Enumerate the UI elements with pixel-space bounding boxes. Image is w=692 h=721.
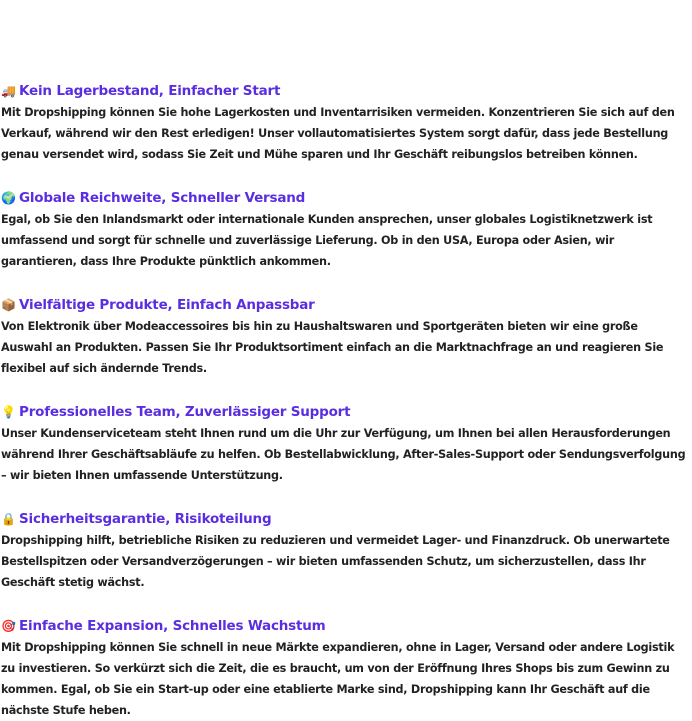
package-icon: 📦 xyxy=(1,298,16,312)
feature-section-no-inventory: 🚚Kein Lagerbestand, Einfacher Start Mit … xyxy=(1,80,691,165)
section-body: Dropshipping hilft, betriebliche Risiken… xyxy=(1,534,670,589)
feature-section-products: 📦Vielfältige Produkte, Einfach Anpassbar… xyxy=(1,294,691,379)
feature-list: 🚚Kein Lagerbestand, Einfacher Start Mit … xyxy=(1,80,691,721)
lock-icon: 🔒 xyxy=(1,512,16,526)
section-heading: 💡Professionelles Team, Zuverlässiger Sup… xyxy=(1,401,691,423)
section-title: Einfache Expansion, Schnelles Wachstum xyxy=(19,618,326,634)
section-body: Unser Kundenserviceteam steht Ihnen rund… xyxy=(1,427,686,482)
section-heading: 🎯Einfache Expansion, Schnelles Wachstum xyxy=(1,615,691,637)
section-heading: 🔒Sicherheitsgarantie, Risikoteilung xyxy=(1,508,691,530)
section-title: Professionelles Team, Zuverlässiger Supp… xyxy=(19,404,351,420)
section-body: Von Elektronik über Modeaccessoires bis … xyxy=(1,320,664,375)
feature-section-security: 🔒Sicherheitsgarantie, Risikoteilung Drop… xyxy=(1,508,691,593)
truck-icon: 🚚 xyxy=(1,84,16,98)
section-title: Sicherheitsgarantie, Risikoteilung xyxy=(19,511,272,527)
section-heading: 📦Vielfältige Produkte, Einfach Anpassbar xyxy=(1,294,691,316)
section-body: Mit Dropshipping können Sie schnell in n… xyxy=(1,641,675,717)
section-title: Globale Reichweite, Schneller Versand xyxy=(19,190,306,206)
section-title: Vielfältige Produkte, Einfach Anpassbar xyxy=(19,297,315,313)
globe-icon: 🌍 xyxy=(1,191,16,205)
feature-section-global-reach: 🌍Globale Reichweite, Schneller Versand E… xyxy=(1,187,691,272)
feature-section-support: 💡Professionelles Team, Zuverlässiger Sup… xyxy=(1,401,691,486)
section-body: Mit Dropshipping können Sie hohe Lagerko… xyxy=(1,106,675,161)
section-heading: 🚚Kein Lagerbestand, Einfacher Start xyxy=(1,80,691,102)
target-icon: 🎯 xyxy=(1,619,16,633)
feature-section-expansion: 🎯Einfache Expansion, Schnelles Wachstum … xyxy=(1,615,691,721)
lightbulb-icon: 💡 xyxy=(1,405,16,419)
section-body: Egal, ob Sie den Inlandsmarkt oder inter… xyxy=(1,213,653,268)
section-title: Kein Lagerbestand, Einfacher Start xyxy=(19,83,281,99)
section-heading: 🌍Globale Reichweite, Schneller Versand xyxy=(1,187,691,209)
